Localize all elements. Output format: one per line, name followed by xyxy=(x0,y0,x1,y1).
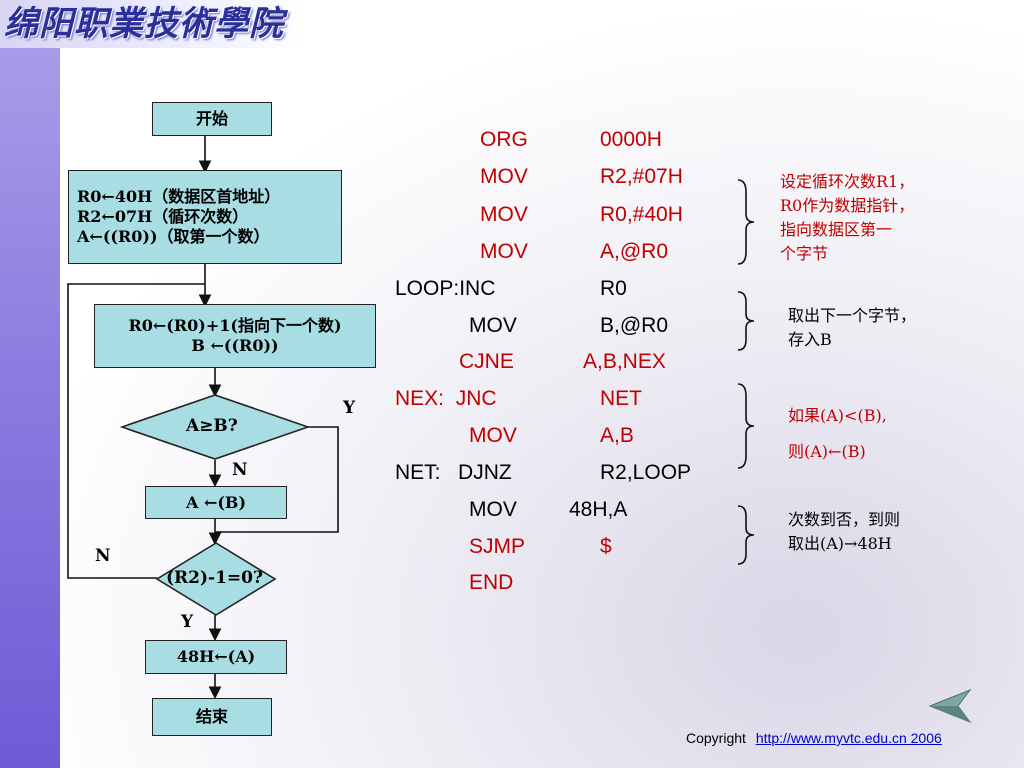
note-init-line-2: R0作为数据指针， xyxy=(780,194,914,218)
end-box: 结束 xyxy=(152,698,272,736)
init-box: R0←40H（数据区首地址） R2←07H（循环次数） A←((R0))（取第一… xyxy=(68,170,342,264)
note-compare: 如果(A)<(B), 则(A)←(B) xyxy=(788,398,887,470)
note-store: 次数到否，到则 取出(A)→48H xyxy=(788,508,900,556)
start-label: 开始 xyxy=(196,109,228,129)
website-link[interactable]: http://www.myvtc.edu.cn 2006 xyxy=(756,730,942,746)
code-arg-7: A,B,NEX xyxy=(583,350,666,374)
code-line-7: CJNE xyxy=(459,350,514,374)
note-store-line-1: 次数到否，到则 xyxy=(788,508,900,532)
code-line-2: MOV xyxy=(480,165,528,189)
next-line-1: R0←(R0)+1(指向下一个数) xyxy=(128,316,341,336)
brace-1 xyxy=(736,178,756,266)
code-arg-8: NET xyxy=(600,387,642,411)
init-line-3: A←((R0))（取第一个数） xyxy=(77,227,270,247)
footer: Copyright http://www.myvtc.edu.cn 2006 xyxy=(686,730,942,746)
code-arg-4: A,@R0 xyxy=(600,240,668,264)
label-n-loop: N xyxy=(95,546,111,566)
code-arg-2: R2,#07H xyxy=(600,165,683,189)
note-init-line-4: 个字节 xyxy=(780,242,914,266)
next-box: R0←(R0)+1(指向下一个数) B ←((R0)) xyxy=(94,304,376,368)
label-n-compare: N xyxy=(232,460,248,480)
init-line-2: R2←07H（循环次数） xyxy=(77,207,248,227)
note-compare-line-2: 则(A)←(B) xyxy=(788,434,887,470)
code-arg-3: R0,#40H xyxy=(600,203,683,227)
next-line-2: B ←((R0)) xyxy=(191,336,278,356)
brace-4 xyxy=(736,504,756,566)
code-line-3: MOV xyxy=(480,203,528,227)
init-line-1: R0←40H（数据区首地址） xyxy=(77,187,280,207)
code-arg-6: B,@R0 xyxy=(600,314,668,338)
note-init: 设定循环次数R1， R0作为数据指针， 指向数据区第一 个字节 xyxy=(780,170,914,266)
label-y-compare: Y xyxy=(343,398,355,418)
note-fetch: 取出下一个字节， 存入B xyxy=(788,304,916,352)
start-box: 开始 xyxy=(152,102,272,136)
note-fetch-line-2: 存入B xyxy=(788,328,916,352)
store-box: 48H←(A) xyxy=(145,640,287,674)
next-slide-arrow-icon[interactable] xyxy=(928,688,972,724)
assign-label: A ←(B) xyxy=(186,493,246,513)
code-line-8: NEX: JNC xyxy=(395,387,497,411)
note-init-line-1: 设定循环次数R1， xyxy=(780,170,914,194)
store-label: 48H←(A) xyxy=(177,647,255,667)
label-y-loop: Y xyxy=(181,612,193,632)
brace-3 xyxy=(736,382,756,470)
code-line-9: MOV xyxy=(469,424,517,448)
code-arg-1: 0000H xyxy=(600,128,662,152)
assign-box: A ←(B) xyxy=(145,486,287,519)
code-line-13: END xyxy=(469,571,513,595)
note-compare-line-1: 如果(A)<(B), xyxy=(788,398,887,434)
code-arg-11: 48H,A xyxy=(569,498,627,522)
note-init-line-3: 指向数据区第一 xyxy=(780,218,914,242)
code-line-6: MOV xyxy=(469,314,517,338)
code-arg-9: A,B xyxy=(600,424,634,448)
code-arg-12: $ xyxy=(600,535,612,559)
code-line-5: LOOP:INC xyxy=(395,277,495,301)
note-fetch-line-1: 取出下一个字节， xyxy=(788,304,916,328)
compare-label: A≥B? xyxy=(186,416,238,436)
code-line-4: MOV xyxy=(480,240,528,264)
code-arg-10: R2,LOOP xyxy=(600,461,691,485)
code-line-1: ORG xyxy=(480,128,528,152)
code-line-11: MOV xyxy=(469,498,517,522)
code-line-12: SJMP xyxy=(469,535,525,559)
copyright-label: Copyright xyxy=(686,730,746,746)
note-store-line-2: 取出(A)→48H xyxy=(788,532,900,556)
code-arg-5: R0 xyxy=(600,277,627,301)
loop-check-label: (R2)-1=0? xyxy=(166,568,263,588)
end-label: 结束 xyxy=(196,707,228,727)
code-line-10: NET: DJNZ xyxy=(395,461,512,485)
brace-2 xyxy=(736,290,756,352)
